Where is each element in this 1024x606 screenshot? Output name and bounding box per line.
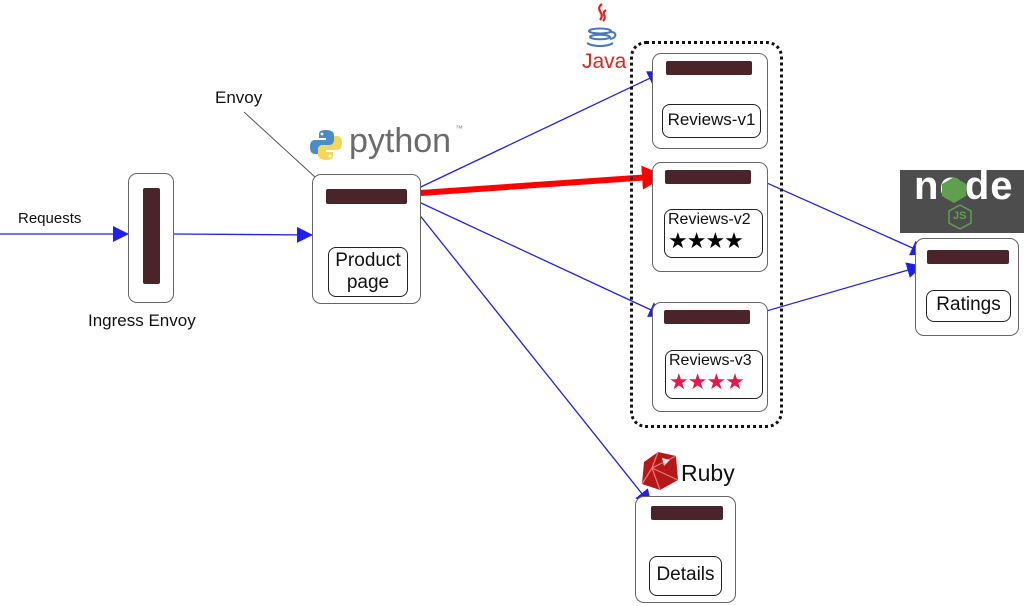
ruby-wordmark: Ruby: [681, 460, 735, 486]
reviews-v2-service[interactable]: Reviews-v2 ★★★★: [664, 209, 763, 258]
details-node[interactable]: Details: [635, 496, 736, 603]
ruby-gem-icon: [641, 451, 679, 491]
envoy-label: Envoy: [215, 88, 263, 107]
ingress-envoy-proxy: [143, 188, 160, 284]
reviews-v3-service[interactable]: Reviews-v3 ★★★★: [665, 350, 763, 399]
reviews-service-group: [630, 41, 783, 428]
ruby-logo: Ruby: [638, 450, 735, 497]
python-trademark: ™: [455, 124, 463, 133]
ratings-service[interactable]: Ratings: [926, 290, 1011, 322]
nodejs-js-icon: [948, 204, 972, 230]
reviews-v2-stars: ★★★★: [668, 228, 744, 253]
productpage-label-line2: page: [346, 272, 390, 293]
productpage-node[interactable]: Product page: [312, 174, 421, 304]
reviews-v3-label: Reviews-v3: [669, 352, 752, 369]
productpage-to-reviews-v2-arrow: [405, 165, 666, 197]
python-logo: python ™: [309, 122, 463, 167]
reviews-v2-envoy-proxy: [665, 170, 751, 184]
productpage-to-details-arrow: [405, 197, 652, 506]
nodejs-hexagon-icon: [942, 177, 966, 203]
ingress-to-productpage-arrow: [173, 226, 313, 243]
python-wordmark: python: [349, 122, 452, 160]
ingress-envoy-node[interactable]: [128, 173, 174, 303]
reviews-v2-label: Reviews-v2: [668, 211, 751, 228]
nodejs-logo: node JS: [900, 164, 1024, 233]
ratings-node[interactable]: Ratings: [915, 238, 1019, 336]
productpage-envoy-proxy: [326, 189, 407, 204]
productpage-to-reviews-v3-arrow: [405, 195, 665, 317]
envoy-callout-line: [243, 111, 328, 189]
java-icon: [586, 3, 617, 47]
reviews-v1-envoy-proxy: [666, 61, 752, 75]
productpage-to-reviews-v1-arrow: [405, 71, 664, 195]
details-envoy-proxy: [651, 506, 723, 520]
reviews-v1-service[interactable]: Reviews-v1: [662, 104, 761, 138]
python-icon: [310, 130, 342, 160]
productpage-label-line1: Product: [335, 250, 401, 271]
reviews-v3-node[interactable]: Reviews-v3 ★★★★: [652, 302, 768, 412]
java-wordmark: Java: [582, 50, 627, 73]
reviews-v2-node[interactable]: Reviews-v2 ★★★★: [652, 162, 768, 272]
ratings-envoy-proxy: [927, 250, 1009, 264]
java-logo: Java: [578, 2, 627, 74]
reviews-v1-node[interactable]: Reviews-v1: [652, 53, 768, 149]
reviews-v3-stars: ★★★★: [669, 369, 745, 394]
ingress-envoy-label: Ingress Envoy: [88, 311, 196, 330]
reviews-v3-to-ratings-arrow: [748, 262, 923, 317]
nodejs-js-label: JS: [953, 210, 967, 222]
requests-label: Requests: [18, 210, 82, 227]
productpage-service[interactable]: Product page: [328, 247, 408, 297]
reviews-v2-to-ratings-arrow: [748, 174, 927, 256]
reviews-v3-envoy-proxy: [664, 310, 750, 324]
details-service[interactable]: Details: [649, 556, 722, 596]
